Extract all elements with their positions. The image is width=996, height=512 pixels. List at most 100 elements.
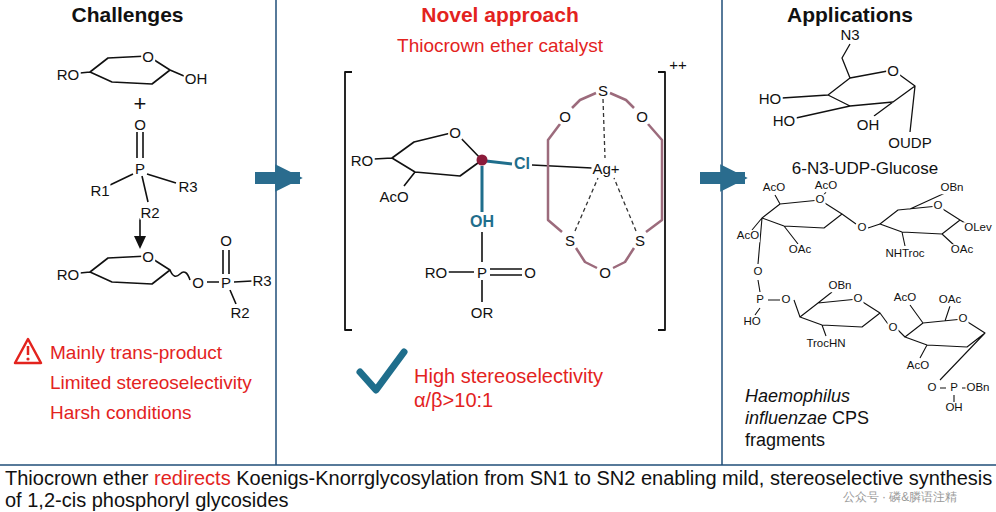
atom-label: RO [56,67,81,82]
sugar-ring [782,44,915,132]
word: of [5,489,22,511]
atom-label: O [886,63,900,78]
atom-label: O [781,294,792,306]
atom-label: N3 [839,27,860,42]
word: 1,2-cis [27,489,86,511]
panel-band: Novel approachThiocrown ether catalyst [300,0,700,462]
panel-subheading: Thiocrown ether catalyst [397,35,603,58]
atom-label: AcO [378,189,409,204]
divider-lines [0,0,996,465]
atom-label: OLev [963,222,993,234]
atom-label: O [635,109,649,124]
atom-label: HO [772,113,797,128]
atom-label: P [755,294,765,306]
sugar-ring [80,56,184,84]
atom-label: OH [944,402,963,414]
note-text: Mainly trans-product [50,343,222,362]
atom-label: O [815,194,826,206]
atom-label: RO [350,153,375,168]
phosphorus-bonds [110,132,176,202]
caption: Thiocrown ether redirects Koenigs-Knorrg… [5,467,995,511]
word-space [97,467,103,489]
atom-label: OH [469,214,495,230]
coordination-bond [575,99,636,231]
divider-line [275,0,277,465]
atom-label: S [564,233,576,248]
atom-label: R1 [89,183,110,198]
atom-label: HO [742,316,761,328]
word-space [827,408,832,428]
word: SN1 [530,467,569,489]
warning-mark [27,346,30,355]
flow-arrow [700,172,745,184]
sugar-ring [80,256,190,284]
atom-label: OBn [965,382,990,394]
check-mark [360,352,404,390]
anomeric-center [477,155,488,166]
atom-label: R3 [251,273,272,288]
sugar-ring [374,132,482,186]
word-space [717,467,723,489]
atom-label: HO [758,91,783,106]
atom-label: OH [184,71,209,86]
word: Koenigs-Knorrglycosylation [236,467,478,489]
panel-heading: Novel approach [421,2,579,27]
atom-label: O [753,266,764,278]
atom-label: S [597,83,609,98]
atom-label: ++ [668,57,688,72]
warning-triangle [15,339,41,363]
atom-label: AcO [906,360,930,372]
word: influenzae [745,408,827,428]
atom-label: O [853,293,864,305]
divider-line [0,464,996,466]
atom-label: OAc [938,294,962,306]
panel-band: Challenges [0,0,255,462]
thiocrown-ring [548,93,662,268]
atom-label: Cl [513,156,531,172]
word-space [86,489,92,511]
word: Thiocrown [5,467,97,489]
word: ether [103,467,149,489]
atom-label: TrocHN [805,338,846,350]
complex-bonds [448,165,592,302]
panel-heading: Challenges [71,2,183,27]
atom-label: O [448,125,462,140]
atom-label: O [933,200,944,212]
key-bonds [482,161,512,212]
plus-sign: + [134,93,147,115]
word: to [574,467,591,489]
key-bond [482,161,512,212]
coordination-bonds [575,99,636,231]
atom-label: O [598,265,612,280]
word: enabling [641,467,717,489]
atom-label: Ag+ [591,161,620,176]
atom-label: R2 [139,205,160,220]
word: phosphoryl [92,489,190,511]
word-space [524,467,530,489]
atom-label: S [634,233,646,248]
atom-label: O [141,249,155,264]
note-text: High stereoselectivity α/β>10:1 [414,364,604,412]
atom-label: OBn [827,280,852,292]
flow-arrow [255,172,300,184]
word: mild, [722,467,764,489]
sugar-ring [752,192,880,317]
crown-bonds [548,93,662,268]
atom-label: AcO [814,180,838,192]
atom-label: OH [856,117,881,132]
divider-line [721,0,723,465]
arrow-head [134,236,146,249]
word-space [635,467,641,489]
atom-label: R2 [229,305,250,320]
atom-label: P [949,382,959,394]
atom-label: AcO [893,292,917,304]
atom-label: O [141,49,155,64]
atom-label: AcO [762,182,786,194]
word-space [569,467,575,489]
panel-heading: Applications [787,2,913,27]
bracket [345,72,665,330]
compound-name: 6-N3-UDP-Glucose [792,160,938,177]
atom-label: O [558,109,572,124]
atom-label: NHTroc [884,248,925,260]
